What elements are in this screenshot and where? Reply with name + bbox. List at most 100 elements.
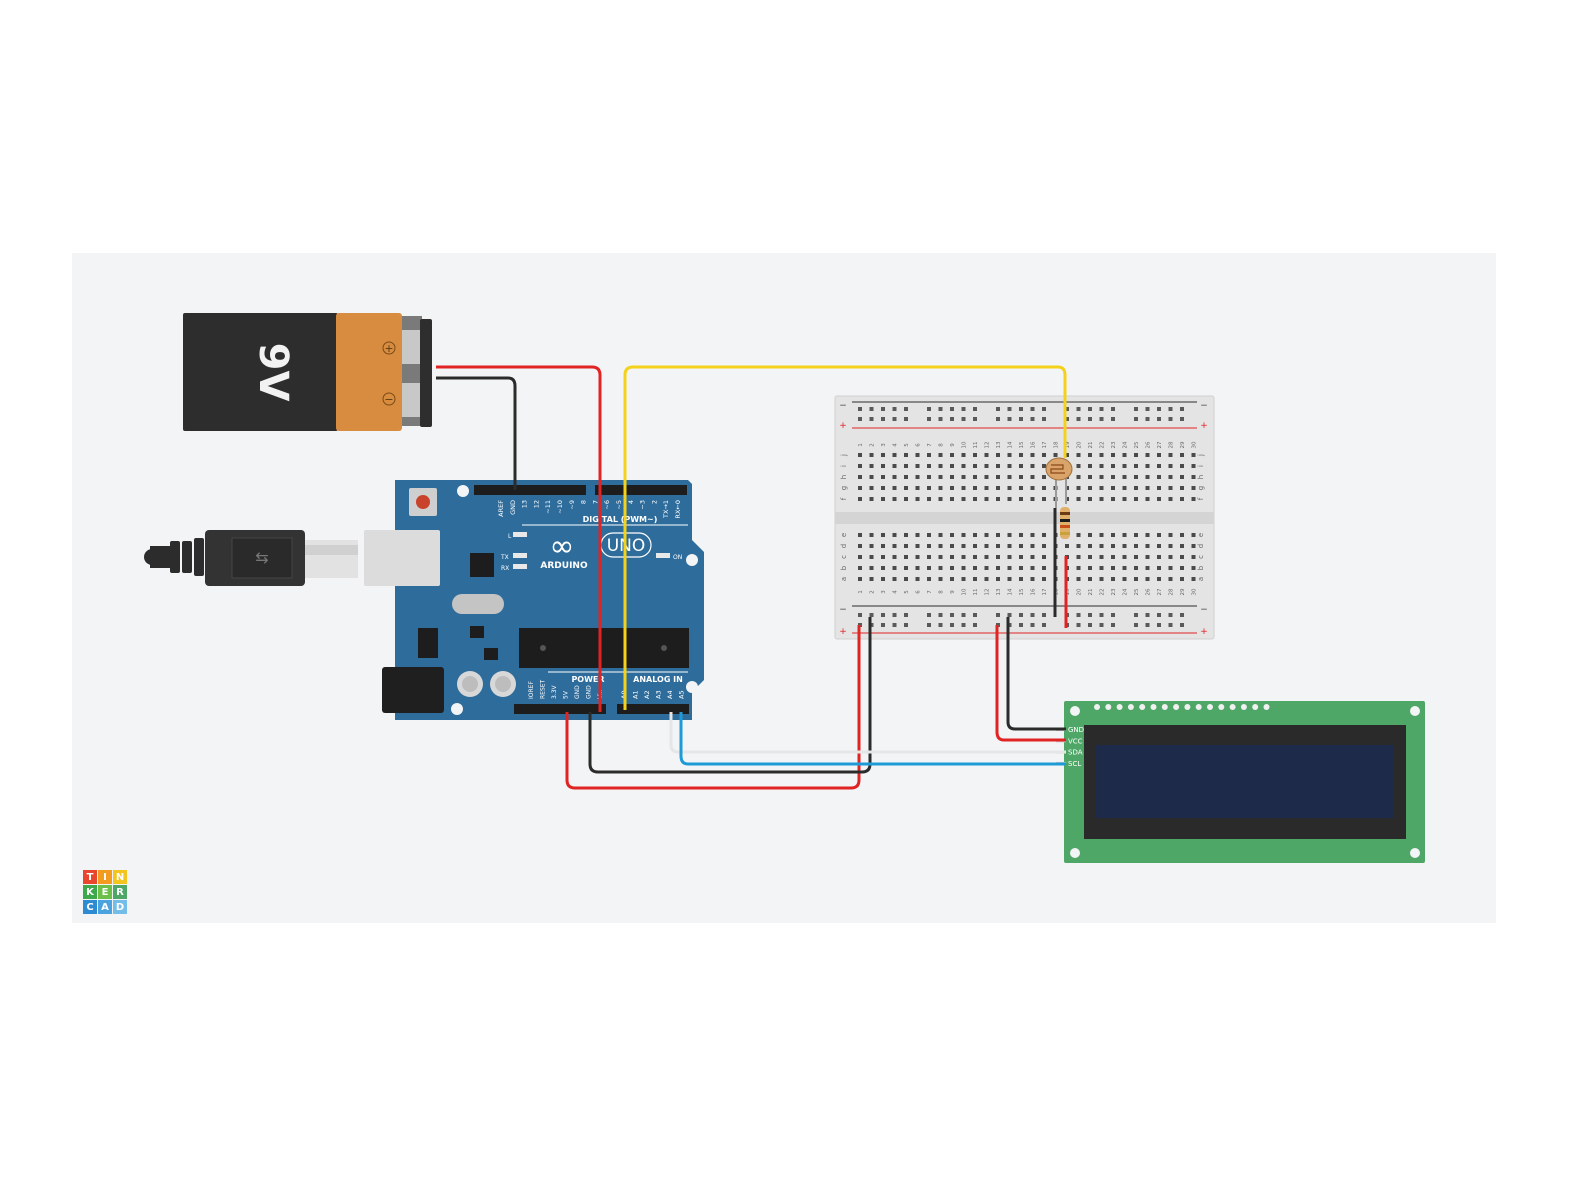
lcd-pin-pad — [1139, 704, 1146, 710]
wires[interactable] — [436, 365, 1068, 790]
photoresistor[interactable] — [1045, 457, 1073, 508]
rail-hole — [1076, 613, 1081, 617]
tie-point — [938, 453, 943, 457]
lcd-pin-label: SCL — [1068, 760, 1081, 768]
tie-point — [1180, 453, 1184, 457]
tie-point — [1122, 555, 1127, 559]
tie-point — [1180, 555, 1184, 559]
rail-hole — [892, 417, 897, 421]
tie-point — [1030, 497, 1035, 501]
tie-point — [1076, 544, 1081, 548]
rail-hole — [1134, 407, 1138, 411]
tie-point — [915, 577, 920, 581]
rail-hole — [1145, 417, 1150, 421]
tie-point — [1191, 497, 1196, 501]
tie-point — [1088, 566, 1092, 570]
column-number: 29 — [1180, 441, 1186, 448]
tie-point — [1076, 555, 1081, 559]
lcd-pin-pad — [1263, 704, 1270, 710]
rail-hole — [892, 623, 897, 627]
rail-hole — [1157, 623, 1161, 627]
tie-point — [915, 544, 920, 548]
column-number: 25 — [1134, 441, 1140, 448]
lcd-screen — [1096, 745, 1394, 818]
lcd-pin-label: GND — [1068, 726, 1084, 734]
column-number: 10 — [962, 588, 968, 595]
rail-hole — [973, 407, 977, 411]
tie-point — [915, 475, 920, 479]
rail-hole — [1042, 407, 1046, 411]
resistor[interactable] — [1060, 507, 1070, 539]
tie-point — [892, 486, 897, 490]
tie-point — [1134, 464, 1138, 468]
tie-point — [1157, 475, 1161, 479]
tie-point — [881, 464, 885, 468]
tie-point — [1145, 555, 1150, 559]
row-letter: f — [1197, 497, 1205, 500]
tie-point — [1042, 544, 1046, 548]
rail-hole — [858, 613, 862, 617]
tie-point — [1191, 486, 1196, 490]
tie-point — [961, 475, 966, 479]
tie-point — [938, 555, 943, 559]
battery-plus-label: + — [384, 342, 393, 355]
tie-point — [996, 464, 1000, 468]
tie-point — [984, 577, 989, 581]
tie-point — [904, 453, 908, 457]
rail-hole — [1042, 417, 1046, 421]
tie-point — [904, 486, 908, 490]
tie-point — [1168, 533, 1173, 537]
tie-point — [1007, 555, 1012, 559]
tie-point — [904, 475, 908, 479]
tie-point — [858, 577, 862, 581]
rail-hole — [858, 407, 862, 411]
tie-point — [881, 555, 885, 559]
digital-pin-label: 2 — [650, 500, 658, 504]
tie-point — [973, 497, 977, 501]
tie-point — [1191, 453, 1196, 457]
battery-9v[interactable]: + − 9V — [183, 313, 432, 431]
tie-point — [881, 486, 885, 490]
tie-point — [1099, 577, 1104, 581]
tie-point — [892, 533, 897, 537]
digital-pin-label: ~11 — [544, 500, 552, 514]
logo-letter: D — [113, 900, 127, 914]
rail-hole — [1168, 407, 1173, 411]
arduino-uno-board[interactable]: DIGITAL (PWM~) POWER ANALOG IN ∞ ARDUINO… — [364, 480, 704, 720]
tie-point — [1007, 566, 1012, 570]
breadboard[interactable]: − + − + − + − + 112233445566778899101011… — [834, 395, 1215, 640]
breadboard-holes[interactable] — [858, 407, 1196, 627]
arduino-brand-label: ARDUINO — [540, 561, 588, 571]
tie-point — [1099, 486, 1104, 490]
tie-point — [973, 464, 977, 468]
column-number: 20 — [1077, 441, 1083, 448]
rail-hole — [1180, 623, 1184, 627]
tie-point — [1145, 486, 1150, 490]
tie-point — [973, 486, 977, 490]
tie-point — [1191, 577, 1196, 581]
lcd-pin-pad — [1161, 704, 1168, 710]
tie-point — [950, 497, 954, 501]
lcd-pin-pad — [1150, 704, 1157, 710]
tie-point — [1111, 475, 1115, 479]
tie-point — [1168, 544, 1173, 548]
tie-point — [904, 577, 908, 581]
rail-hole — [973, 623, 977, 627]
tie-point — [1030, 533, 1035, 537]
tie-point — [927, 475, 931, 479]
tie-point — [996, 453, 1000, 457]
tie-point — [1168, 464, 1173, 468]
rail-minus-br: − — [1200, 605, 1208, 615]
tie-point — [1134, 533, 1138, 537]
rail-plus-br: + — [1200, 627, 1208, 637]
rail-hole — [996, 407, 1000, 411]
tie-point — [961, 544, 966, 548]
tie-point — [1122, 464, 1127, 468]
rail-hole — [1019, 417, 1023, 421]
row-letter: j — [840, 454, 848, 457]
usb-cable[interactable]: ⇆ — [144, 530, 358, 586]
tie-point — [1180, 475, 1184, 479]
